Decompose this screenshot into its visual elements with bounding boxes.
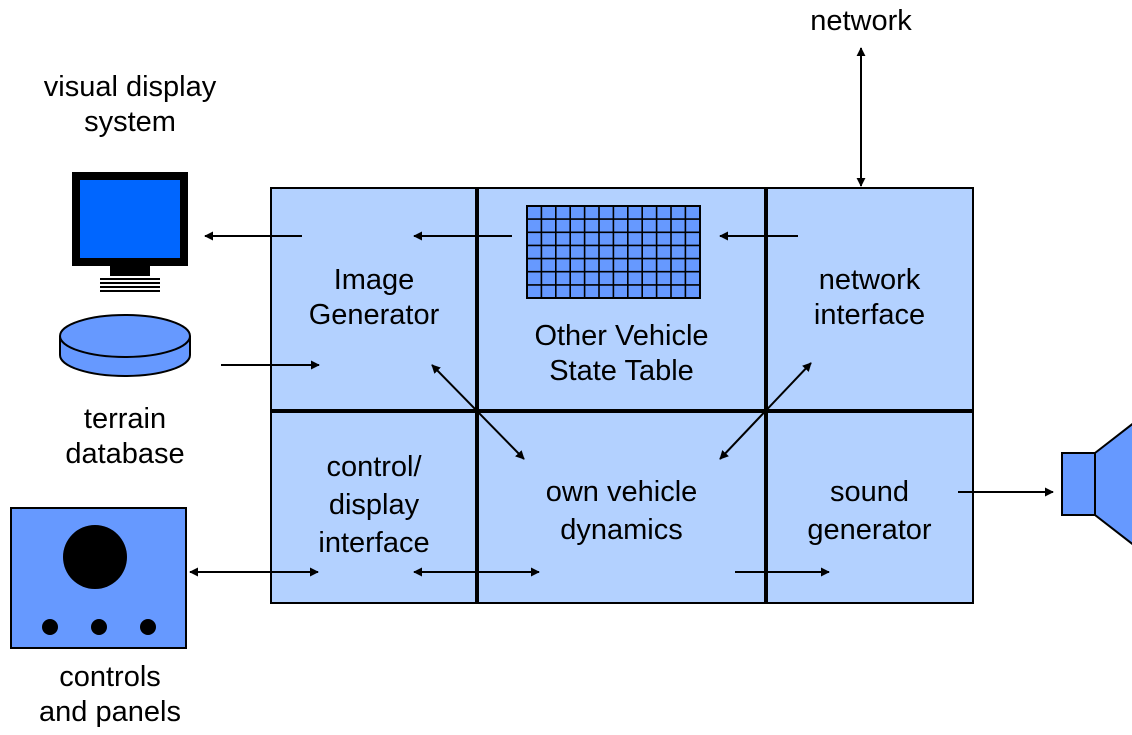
own-vehicle-label-line-2: dynamics bbox=[560, 514, 683, 546]
image-generator-label-line-1: Image bbox=[333, 264, 415, 296]
controls-and-panels-label: controls and panels bbox=[10, 660, 210, 730]
monitor-icon bbox=[72, 172, 188, 292]
visual-display-label-line-2: system bbox=[84, 106, 176, 138]
state-table-label-line-1: Other Vehicle bbox=[534, 320, 709, 352]
network-label-line: network bbox=[810, 5, 912, 37]
control-knob-icon bbox=[63, 525, 127, 589]
network-interface-label-line-2: interface bbox=[813, 299, 926, 331]
controls-panels-label-line-2: and panels bbox=[39, 696, 181, 728]
sound-generator-label-line-1: sound bbox=[829, 476, 909, 508]
speaker-icon bbox=[1061, 423, 1132, 545]
control-display-label-line-1: control/ bbox=[326, 451, 422, 483]
network-label: network bbox=[781, 4, 941, 39]
network-interface-dynamics-arrow bbox=[719, 362, 812, 460]
state-table-grid-icon bbox=[526, 205, 701, 299]
terrain-database-disk-icon bbox=[59, 314, 191, 377]
network-interface-label-line-1: network bbox=[818, 264, 921, 296]
sound-generator-label: sound generator bbox=[766, 473, 973, 549]
network-interface-label: network interface bbox=[766, 263, 973, 333]
state-table-label-line-2: State Table bbox=[549, 355, 694, 387]
terrain-database-label-line-1: terrain bbox=[83, 403, 167, 435]
own-vehicle-dynamics-label: own vehicle dynamics bbox=[477, 473, 766, 549]
control-display-interface-label: control/ display interface bbox=[271, 448, 477, 562]
panel-button-icon bbox=[140, 619, 156, 635]
other-vehicle-state-table-label: Other Vehicle State Table bbox=[477, 319, 766, 389]
sound-generator-label-line-2: generator bbox=[807, 514, 932, 546]
control-panel-icon bbox=[10, 507, 187, 649]
panel-button-icon bbox=[91, 619, 107, 635]
data-flow-arrows bbox=[189, 47, 1054, 577]
image-generator-dynamics-arrow bbox=[431, 364, 525, 460]
terrain-database-label: terrain database bbox=[45, 402, 205, 472]
panel-button-icon bbox=[42, 619, 58, 635]
control-display-label-line-2: display bbox=[328, 489, 420, 521]
image-generator-label: Image Generator bbox=[271, 263, 477, 333]
visual-display-system-label: visual display system bbox=[0, 70, 260, 140]
terrain-database-label-line-2: database bbox=[65, 438, 185, 470]
image-generator-label-line-2: Generator bbox=[308, 299, 440, 331]
own-vehicle-label-line-1: own vehicle bbox=[545, 476, 698, 508]
control-display-label-line-3: interface bbox=[318, 527, 430, 559]
controls-panels-label-line-1: controls bbox=[59, 661, 161, 693]
visual-display-label-line-1: visual display bbox=[43, 71, 217, 103]
